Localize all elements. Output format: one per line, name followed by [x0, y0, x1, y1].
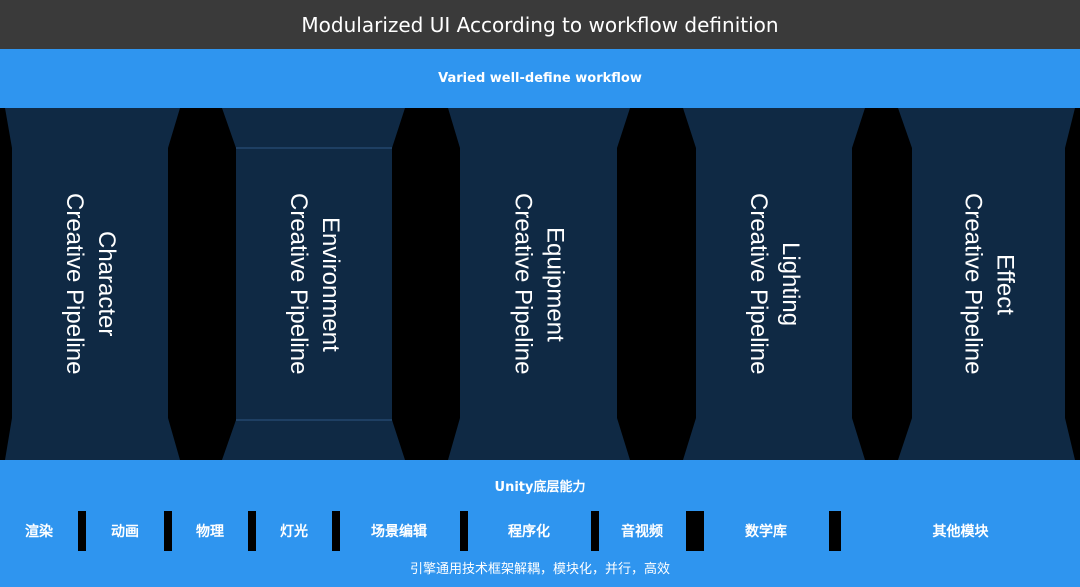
- module-math-library: 数学库: [745, 524, 787, 540]
- module-separator: [164, 511, 172, 551]
- module-lighting: 灯光: [280, 524, 308, 540]
- module-separator: [332, 511, 340, 551]
- pipeline-equipment: Equipment Creative Pipeline: [460, 108, 617, 460]
- workflow-label: Varied well-define workflow: [438, 71, 642, 86]
- pipeline-effect: Effect Creative Pipeline: [912, 108, 1065, 460]
- pipeline-shapes: [5, 108, 1075, 460]
- pipeline-lighting-label: Lighting Creative Pipeline: [745, 193, 804, 375]
- pipeline-environment: Environment Creative Pipeline: [236, 108, 392, 460]
- pipeline-equipment-label: Equipment Creative Pipeline: [509, 193, 569, 375]
- module-separator: [460, 511, 468, 551]
- module-physics: 物理: [196, 524, 224, 540]
- pipeline-effect-label: Effect Creative Pipeline: [959, 193, 1019, 375]
- diagram-title-text: Modularized UI According to workflow def…: [301, 12, 779, 37]
- pipeline-character-label: Character Creative Pipeline: [61, 193, 120, 375]
- module-separator: [686, 511, 704, 551]
- module-audio-video: 音视频: [621, 524, 663, 540]
- module-separator: [591, 511, 599, 551]
- module-separator: [248, 511, 256, 551]
- pipeline-shape-character: [5, 108, 180, 460]
- pipeline-shape-lighting: [683, 108, 865, 460]
- pipeline-zone: Character Creative Pipeline Environment …: [0, 108, 1080, 460]
- pipeline-shape-equipment: [448, 108, 630, 460]
- unity-foundation: Unity底层能力 渲染 动画 物理 灯光 场景编辑 程序化 音视频 数学库 其…: [0, 460, 1080, 587]
- foundation-title: Unity底层能力: [494, 480, 586, 495]
- module-animation: 动画: [111, 524, 139, 540]
- module-scene-editing: 场景编辑: [371, 524, 427, 540]
- module-separator: [829, 511, 841, 551]
- pipeline-shape-environment: [222, 108, 405, 460]
- module-row: 渲染 动画 物理 灯光 场景编辑 程序化 音视频 数学库 其他模块: [0, 511, 1080, 551]
- diagram-title: Modularized UI According to workflow def…: [0, 0, 1080, 49]
- pipeline-lighting: Lighting Creative Pipeline: [696, 108, 852, 460]
- pipeline-environment-label: Environment Creative Pipeline: [285, 193, 344, 375]
- pipeline-character: Character Creative Pipeline: [12, 108, 168, 460]
- module-other: 其他模块: [932, 524, 989, 540]
- foundation-caption: 引擎通用技术框架解耦，模块化，并行，高效: [409, 562, 670, 577]
- pipeline-shape-effect: [898, 108, 1075, 460]
- module-separator: [78, 511, 86, 551]
- module-procedural: 程序化: [508, 524, 550, 540]
- module-rendering: 渲染: [25, 524, 53, 540]
- workflow-bar: Varied well-define workflow: [0, 49, 1080, 108]
